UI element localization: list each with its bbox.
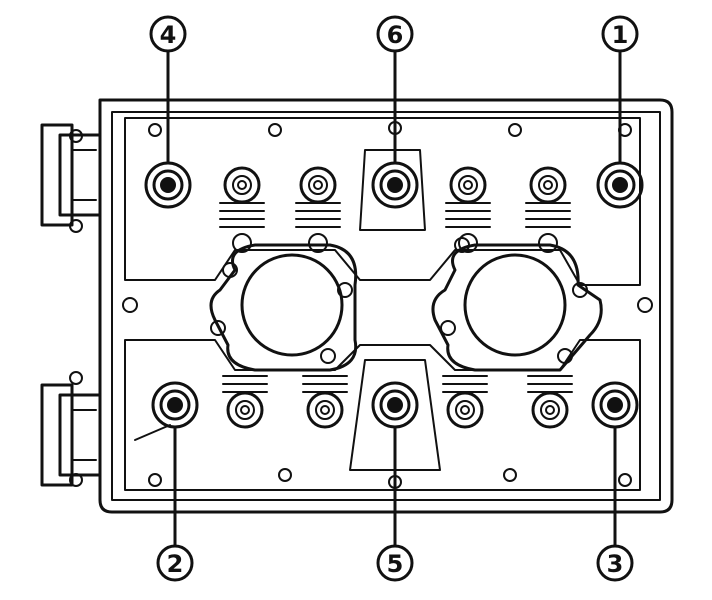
hole-top-left (148, 123, 162, 137)
intake-port-right (431, 237, 603, 372)
bolt-4: 4 (144, 15, 192, 209)
hole-top-mid-l (268, 123, 282, 137)
hole-top-mid-r (508, 123, 522, 137)
lower-chamber (124, 339, 641, 491)
pocket-lower-center (349, 359, 441, 471)
bolt-label: 1 (612, 21, 629, 49)
bolt-label: 5 (387, 550, 404, 578)
head-inner-border (111, 111, 661, 501)
hole-left-mid (122, 297, 138, 313)
bolt-2: 2 (134, 381, 199, 582)
bolt-label: 4 (160, 21, 177, 49)
hole-right-mid (637, 297, 653, 313)
head-outline (98, 98, 674, 514)
valve-spring (219, 166, 265, 253)
bolt-5: 5 (371, 381, 419, 582)
valve-spring (222, 375, 268, 429)
valve-spring (527, 375, 573, 429)
intake-port-left (209, 243, 358, 372)
pocket-upper-center (359, 149, 426, 231)
bolt-1: 1 (596, 15, 644, 209)
bolt-6: 6 (371, 15, 419, 209)
left-flange-upper (40, 123, 102, 233)
bolt-label: 6 (387, 21, 404, 49)
hole-bot-mid-r (503, 468, 517, 482)
bolt-label: 2 (167, 550, 184, 578)
hole-bot-left (148, 473, 162, 487)
bolt-3: 3 (591, 381, 639, 582)
valve-spring (442, 375, 488, 429)
valve-spring-row-lower (222, 375, 573, 429)
hole-bot-right (618, 473, 632, 487)
valve-spring (302, 375, 348, 429)
hole-bot-mid-l (278, 468, 292, 482)
valve-spring-row-upper (219, 166, 571, 253)
valve-spring (525, 166, 571, 253)
valve-spring (295, 166, 341, 253)
bolt-label: 3 (607, 550, 624, 578)
upper-chamber (124, 117, 641, 286)
left-flange-lower (40, 371, 102, 487)
valve-spring (445, 166, 491, 253)
